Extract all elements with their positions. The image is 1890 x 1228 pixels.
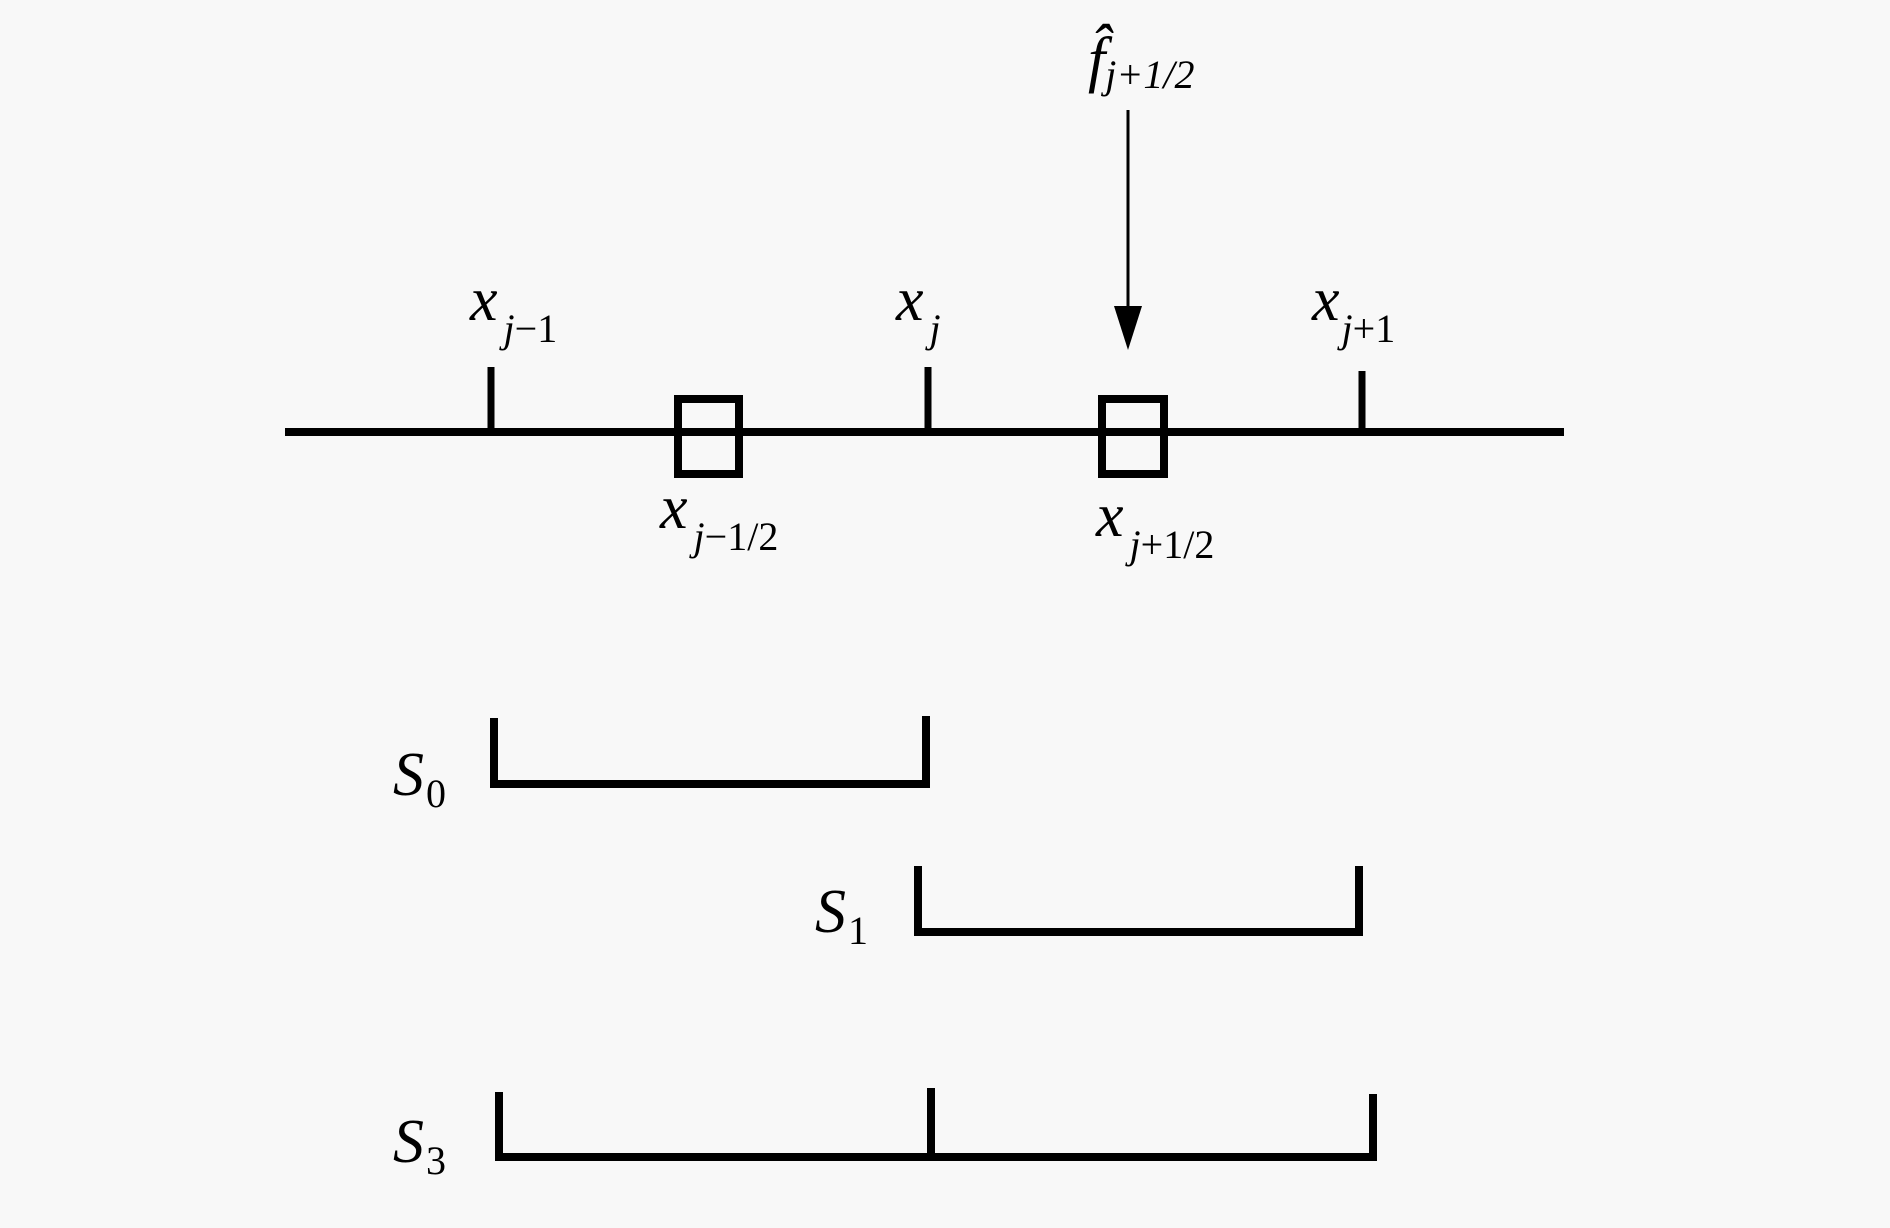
half-node-box-j-plus-half	[1098, 395, 1168, 478]
flux-label: f̂j+1/2	[1088, 24, 1194, 97]
stencil-s3-bracket	[495, 1092, 1377, 1161]
stencil-s0-bracket	[490, 716, 930, 788]
stencil-label-s0: S0	[393, 741, 446, 816]
stencil-label-s1: S1	[815, 878, 868, 953]
stencil-label-s3: S3	[393, 1108, 446, 1183]
node-label-x-j-plus-1: xj+1	[1311, 266, 1395, 351]
stencil-s1-bracket	[914, 866, 1363, 936]
flux-label-sub: j+1/2	[1100, 52, 1194, 97]
flux-arrow-head-icon	[1114, 306, 1142, 350]
half-node-box-j-minus-half	[674, 395, 743, 478]
